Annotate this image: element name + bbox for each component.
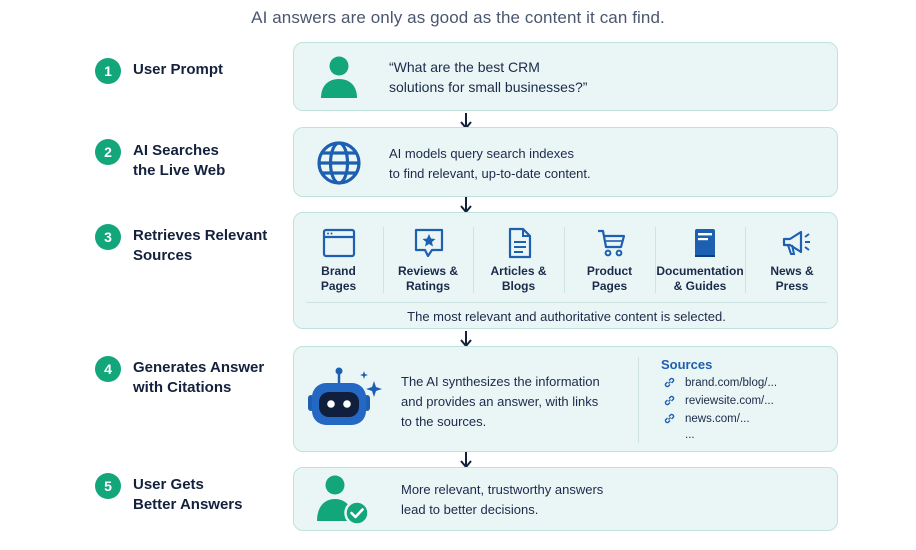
source-type-label: Product Pages: [586, 264, 633, 293]
step-title: Retrieves Relevant Sources: [133, 227, 268, 264]
divider: [564, 227, 565, 293]
source-ellipsis: ...: [685, 429, 695, 441]
step-number-badge: 2: [95, 139, 121, 165]
source-link[interactable]: reviewsite.com/...: [663, 394, 774, 407]
step-title: AI Searches the Live Web: [133, 142, 226, 179]
source-link-text[interactable]: brand.com/blog/...: [685, 376, 778, 389]
source-type-label: News & Press: [770, 264, 814, 293]
step-title: User Prompt: [133, 61, 224, 78]
sources-heading: Sources: [661, 357, 713, 372]
book-icon: [695, 229, 715, 257]
answer-card: The AI synthesizes the information and p…: [293, 346, 838, 452]
divider: [383, 227, 384, 293]
link-icon: [664, 395, 675, 406]
step-number-badge: 3: [95, 224, 121, 250]
step-number-badge: 1: [95, 58, 121, 84]
step-2-label: 2 AI Searches the Live Web: [95, 139, 225, 181]
step-title: User Gets Better Answers: [133, 476, 243, 513]
divider: [745, 227, 746, 293]
answer-text: The AI synthesizes the information and p…: [401, 374, 600, 429]
prompt-card: “What are the best CRM solutions for sma…: [293, 42, 838, 111]
source-link-text[interactable]: reviewsite.com/...: [685, 394, 774, 407]
source-link[interactable]: brand.com/blog/...: [663, 376, 777, 389]
source-type-label: Documentation & Guides: [656, 264, 744, 293]
link-icon: [664, 377, 675, 388]
shopping-cart-icon: [598, 229, 626, 257]
robot-icon: [308, 367, 382, 425]
source-type-label: Articles & Blogs: [490, 264, 547, 293]
divider: [473, 227, 474, 293]
user-check-icon: [317, 475, 370, 526]
document-icon: [508, 227, 532, 259]
divider: [306, 302, 827, 303]
link-icon: [664, 413, 675, 424]
step-number-badge: 4: [95, 356, 121, 382]
prompt-text: “What are the best CRM solutions for sma…: [389, 59, 588, 95]
step-number-badge: 5: [95, 473, 121, 499]
step-title: Generates Answer with Citations: [133, 359, 265, 396]
source-type-label: Brand Pages: [320, 264, 357, 293]
divider: [655, 227, 656, 293]
source-link-text[interactable]: news.com/...: [685, 412, 750, 425]
globe-icon: [317, 141, 361, 185]
retrieve-footer-text: The most relevant and authoritative cont…: [407, 309, 726, 324]
result-text: More relevant, trustworthy answers lead …: [401, 482, 604, 517]
page-title: AI answers are only as good as the conte…: [251, 8, 665, 27]
step-4-label: 4 Generates Answer with Citations: [95, 356, 264, 398]
search-text: AI models query search indexes to find r…: [389, 146, 591, 181]
star-speech-bubble-icon: [414, 228, 444, 258]
source-link[interactable]: news.com/...: [663, 412, 750, 425]
step-3-label: 3 Retrieves Relevant Sources: [95, 224, 267, 266]
step-1-label: 1 User Prompt: [95, 58, 223, 84]
browser-window-icon: [322, 228, 356, 258]
divider: [638, 357, 639, 443]
retrieve-card: Brand Pages Reviews & Ratings Articles &…: [293, 212, 838, 329]
source-type-label: Reviews & Ratings: [397, 264, 459, 293]
step-5-label: 5 User Gets Better Answers: [95, 473, 242, 515]
user-icon: [321, 56, 357, 98]
search-card: AI models query search indexes to find r…: [293, 127, 838, 197]
result-card: More relevant, trustworthy answers lead …: [293, 467, 838, 531]
megaphone-icon: [782, 230, 810, 255]
